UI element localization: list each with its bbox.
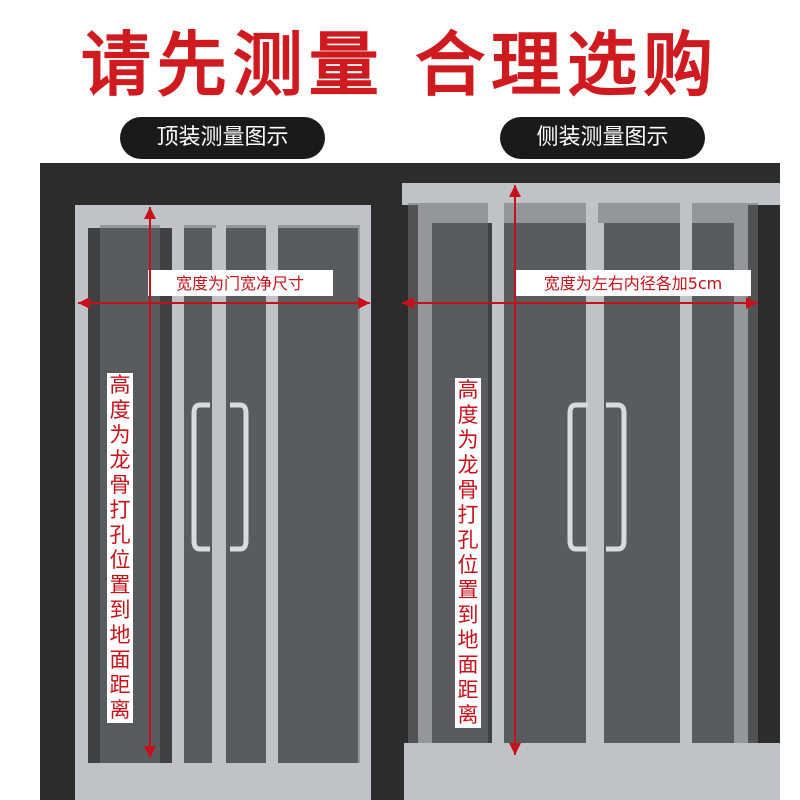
- curtain-strips: [100, 225, 360, 800]
- bottom-flaps: [80, 763, 370, 800]
- height-measure-line: [144, 207, 156, 758]
- side-mount-door-diagram: 宽度为左右内径各加5cm: [380, 163, 780, 800]
- side-height-label: 高度为龙骨打孔位置到地面距离: [455, 378, 481, 728]
- top-height-label: 高度为龙骨打孔位置到地面距离: [107, 373, 133, 723]
- width-measure-line: [402, 297, 758, 309]
- top-mount-door-diagram: 宽度为门宽净尺寸: [40, 163, 380, 800]
- bottom-flaps: [404, 743, 780, 800]
- side-mount-title-pill: 侧装测量图示: [500, 117, 705, 159]
- door-handles: [191, 402, 249, 552]
- center-stile: [590, 223, 604, 800]
- header-rail: [402, 183, 780, 205]
- header-rail: [82, 207, 368, 227]
- width-measure-line: [78, 297, 370, 309]
- side-width-label: 宽度为左右内径各加5cm: [544, 274, 723, 293]
- top-mount-illustration: 宽度为门宽净尺寸 高度为龙骨打孔位置到地面距离: [40, 163, 380, 800]
- width-label-bg: [148, 270, 333, 296]
- door-handles: [567, 402, 627, 552]
- page-headline: 请先测量 合理选购: [80, 24, 720, 106]
- top-width-label: 宽度为门宽净尺寸: [176, 274, 304, 293]
- side-mount-illustration: 宽度为左右内径各加5cm 高度为龙骨打孔位置到地面距离: [380, 163, 780, 800]
- top-mount-title-pill: 顶装测量图示: [120, 117, 325, 159]
- height-measure-line: [509, 185, 521, 755]
- width-label-bg: [515, 270, 751, 296]
- center-stile: [212, 228, 226, 800]
